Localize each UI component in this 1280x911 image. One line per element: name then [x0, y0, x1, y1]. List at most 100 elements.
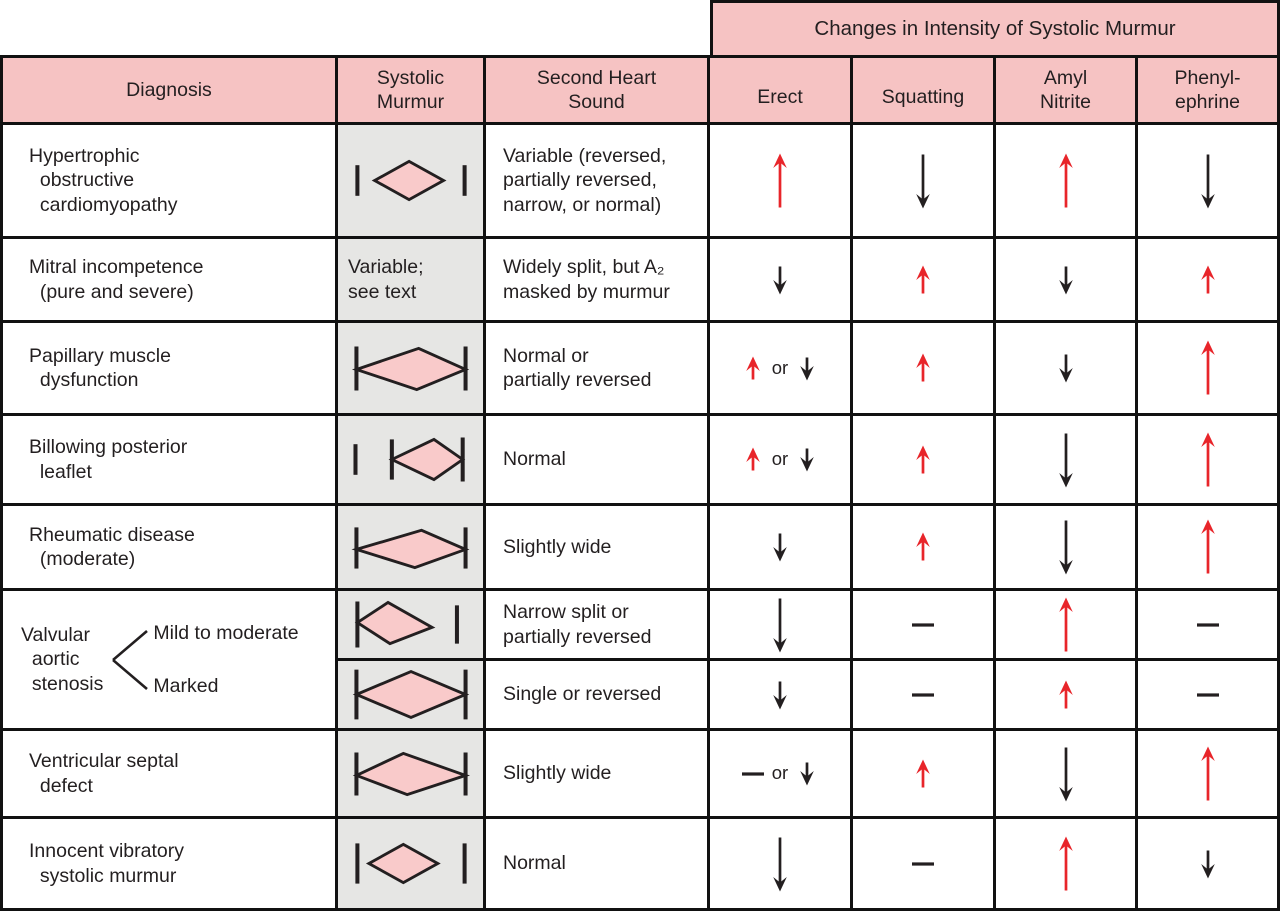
effect-cell-amyl-nitrite: [996, 819, 1138, 911]
diagnosis-cell: Papillary muscle dysfunction: [0, 323, 338, 416]
second-heart-sound-cell: Slightly wide: [486, 731, 710, 819]
diagnosis-cell: Rheumatic disease (moderate): [0, 506, 338, 591]
or-text: or: [771, 448, 789, 470]
effect-cell-erect: [710, 661, 853, 731]
no-change-dash-icon: [912, 622, 934, 627]
second-heart-sound-cell: Normal or partially reversed: [486, 323, 710, 416]
up-arrow-icon: [773, 153, 787, 207]
down-arrow-icon: [773, 266, 787, 294]
down-arrow-icon: [800, 762, 815, 786]
up-arrow-icon: [916, 353, 930, 382]
effect-cell-squatting: [853, 591, 996, 661]
murmur-shape-icon: [352, 437, 465, 482]
up-arrow-icon: [1058, 153, 1073, 207]
effect-cell-amyl-nitrite: [996, 239, 1138, 323]
second-heart-sound-cell: Slightly wide: [486, 506, 710, 591]
second-heart-sound-cell: Normal: [486, 819, 710, 911]
effect-cell-amyl-nitrite: [996, 506, 1138, 591]
effect-cell-erect: [710, 125, 853, 239]
murmur-cell: [338, 506, 486, 591]
diagnosis-cell: Ventricular septal defect: [0, 731, 338, 819]
effect-cell-amyl-nitrite: [996, 591, 1138, 661]
effect-cell-phenylephrine: [1138, 416, 1280, 506]
down-arrow-icon: [800, 357, 815, 380]
down-arrow-icon: [1200, 850, 1215, 878]
column-header-diagnosis: Diagnosis: [0, 55, 338, 125]
effect-cell-erect: or: [710, 731, 853, 819]
up-arrow-icon: [1200, 432, 1215, 486]
second-heart-sound-cell: Normal: [486, 416, 710, 506]
effect-cell-squatting: [853, 323, 996, 416]
effect-cell-phenylephrine: [1138, 323, 1280, 416]
diagnosis-cell: Innocent vibratory systolic murmur: [0, 819, 338, 911]
effect-cell-squatting: [853, 819, 996, 911]
down-arrow-icon: [773, 837, 787, 891]
no-change-dash-icon: [912, 861, 934, 866]
murmur-shape-icon: [352, 669, 469, 720]
down-arrow-icon: [1058, 433, 1073, 487]
effect-cell-phenylephrine: [1138, 125, 1280, 239]
up-arrow-icon: [1058, 680, 1073, 708]
effect-cell-amyl-nitrite: [996, 125, 1138, 239]
up-arrow-icon: [1058, 836, 1073, 890]
murmur-shape-icon: [351, 345, 469, 391]
branch-label-marked: Marked: [153, 675, 219, 698]
second-heart-sound-cell: Narrow split or partially reversed: [486, 591, 710, 661]
murmur-shape-icon: [352, 751, 470, 797]
empty-corner: [0, 0, 710, 55]
murmur-shape-icon: [354, 842, 467, 885]
effect-cell-phenylephrine: [1138, 661, 1280, 731]
column-header-second-heart-sound: Second Heart Sound: [486, 55, 710, 125]
murmur-cell: Variable; see text: [338, 239, 486, 323]
no-change-dash-icon: [1196, 692, 1219, 697]
effect-cell-phenylephrine: [1138, 731, 1280, 819]
up-arrow-icon: [916, 532, 930, 561]
or-text: or: [771, 356, 789, 378]
effect-cell-squatting: [853, 125, 996, 239]
down-arrow-icon: [773, 533, 787, 562]
diagnosis-cell: Mitral incompetence (pure and severe): [0, 239, 338, 323]
down-arrow-icon: [800, 448, 815, 472]
up-arrow-icon: [916, 759, 930, 787]
no-change-dash-icon: [741, 771, 764, 776]
up-arrow-icon: [1200, 265, 1215, 293]
or-text: or: [771, 762, 789, 784]
down-arrow-icon: [1058, 354, 1073, 383]
effect-cell-erect: [710, 819, 853, 911]
effect-cell-phenylephrine: [1138, 819, 1280, 911]
up-arrow-icon: [916, 265, 930, 293]
effect-cell-amyl-nitrite: [996, 661, 1138, 731]
effect-cell-amyl-nitrite: [996, 323, 1138, 416]
effect-cell-squatting: [853, 731, 996, 819]
down-arrow-icon: [1058, 520, 1073, 575]
column-header-amyl-nitrite: Amyl Nitrite: [996, 55, 1138, 125]
effect-cell-phenylephrine: [1138, 506, 1280, 591]
murmur-shape-icon: [354, 600, 459, 648]
down-arrow-icon: [1058, 747, 1073, 801]
second-heart-sound-cell: Variable (reversed, partially reversed, …: [486, 125, 710, 239]
murmur-cell: [338, 125, 486, 239]
up-arrow-icon: [1200, 519, 1215, 574]
effect-cell-squatting: [853, 416, 996, 506]
up-arrow-icon: [1200, 340, 1215, 395]
murmur-cell: [338, 731, 486, 819]
murmur-cell: [338, 591, 486, 661]
column-header-systolic-murmur: Systolic Murmur: [338, 55, 486, 125]
branch-label-mild: Mild to moderate: [153, 621, 299, 644]
second-heart-sound-cell: Widely split, but A₂ masked by murmur: [486, 239, 710, 323]
effect-cell-squatting: [853, 506, 996, 591]
fork-lines-icon: [109, 618, 151, 702]
murmur-cell: [338, 819, 486, 911]
effect-cell-erect: [710, 506, 853, 591]
effect-cell-phenylephrine: [1138, 239, 1280, 323]
up-arrow-icon: [1200, 746, 1215, 800]
effect-cell-squatting: [853, 239, 996, 323]
diagnosis-cell-valvular-aortic-stenosis: Valvular aortic stenosis Mild to moderat…: [0, 591, 338, 731]
murmur-shape-icon: [354, 159, 467, 202]
effect-cell-erect: or: [710, 323, 853, 416]
column-header-squatting: Squatting: [853, 55, 996, 125]
up-arrow-icon: [1058, 597, 1073, 651]
up-arrow-icon: [745, 447, 760, 471]
no-change-dash-icon: [1196, 622, 1219, 627]
